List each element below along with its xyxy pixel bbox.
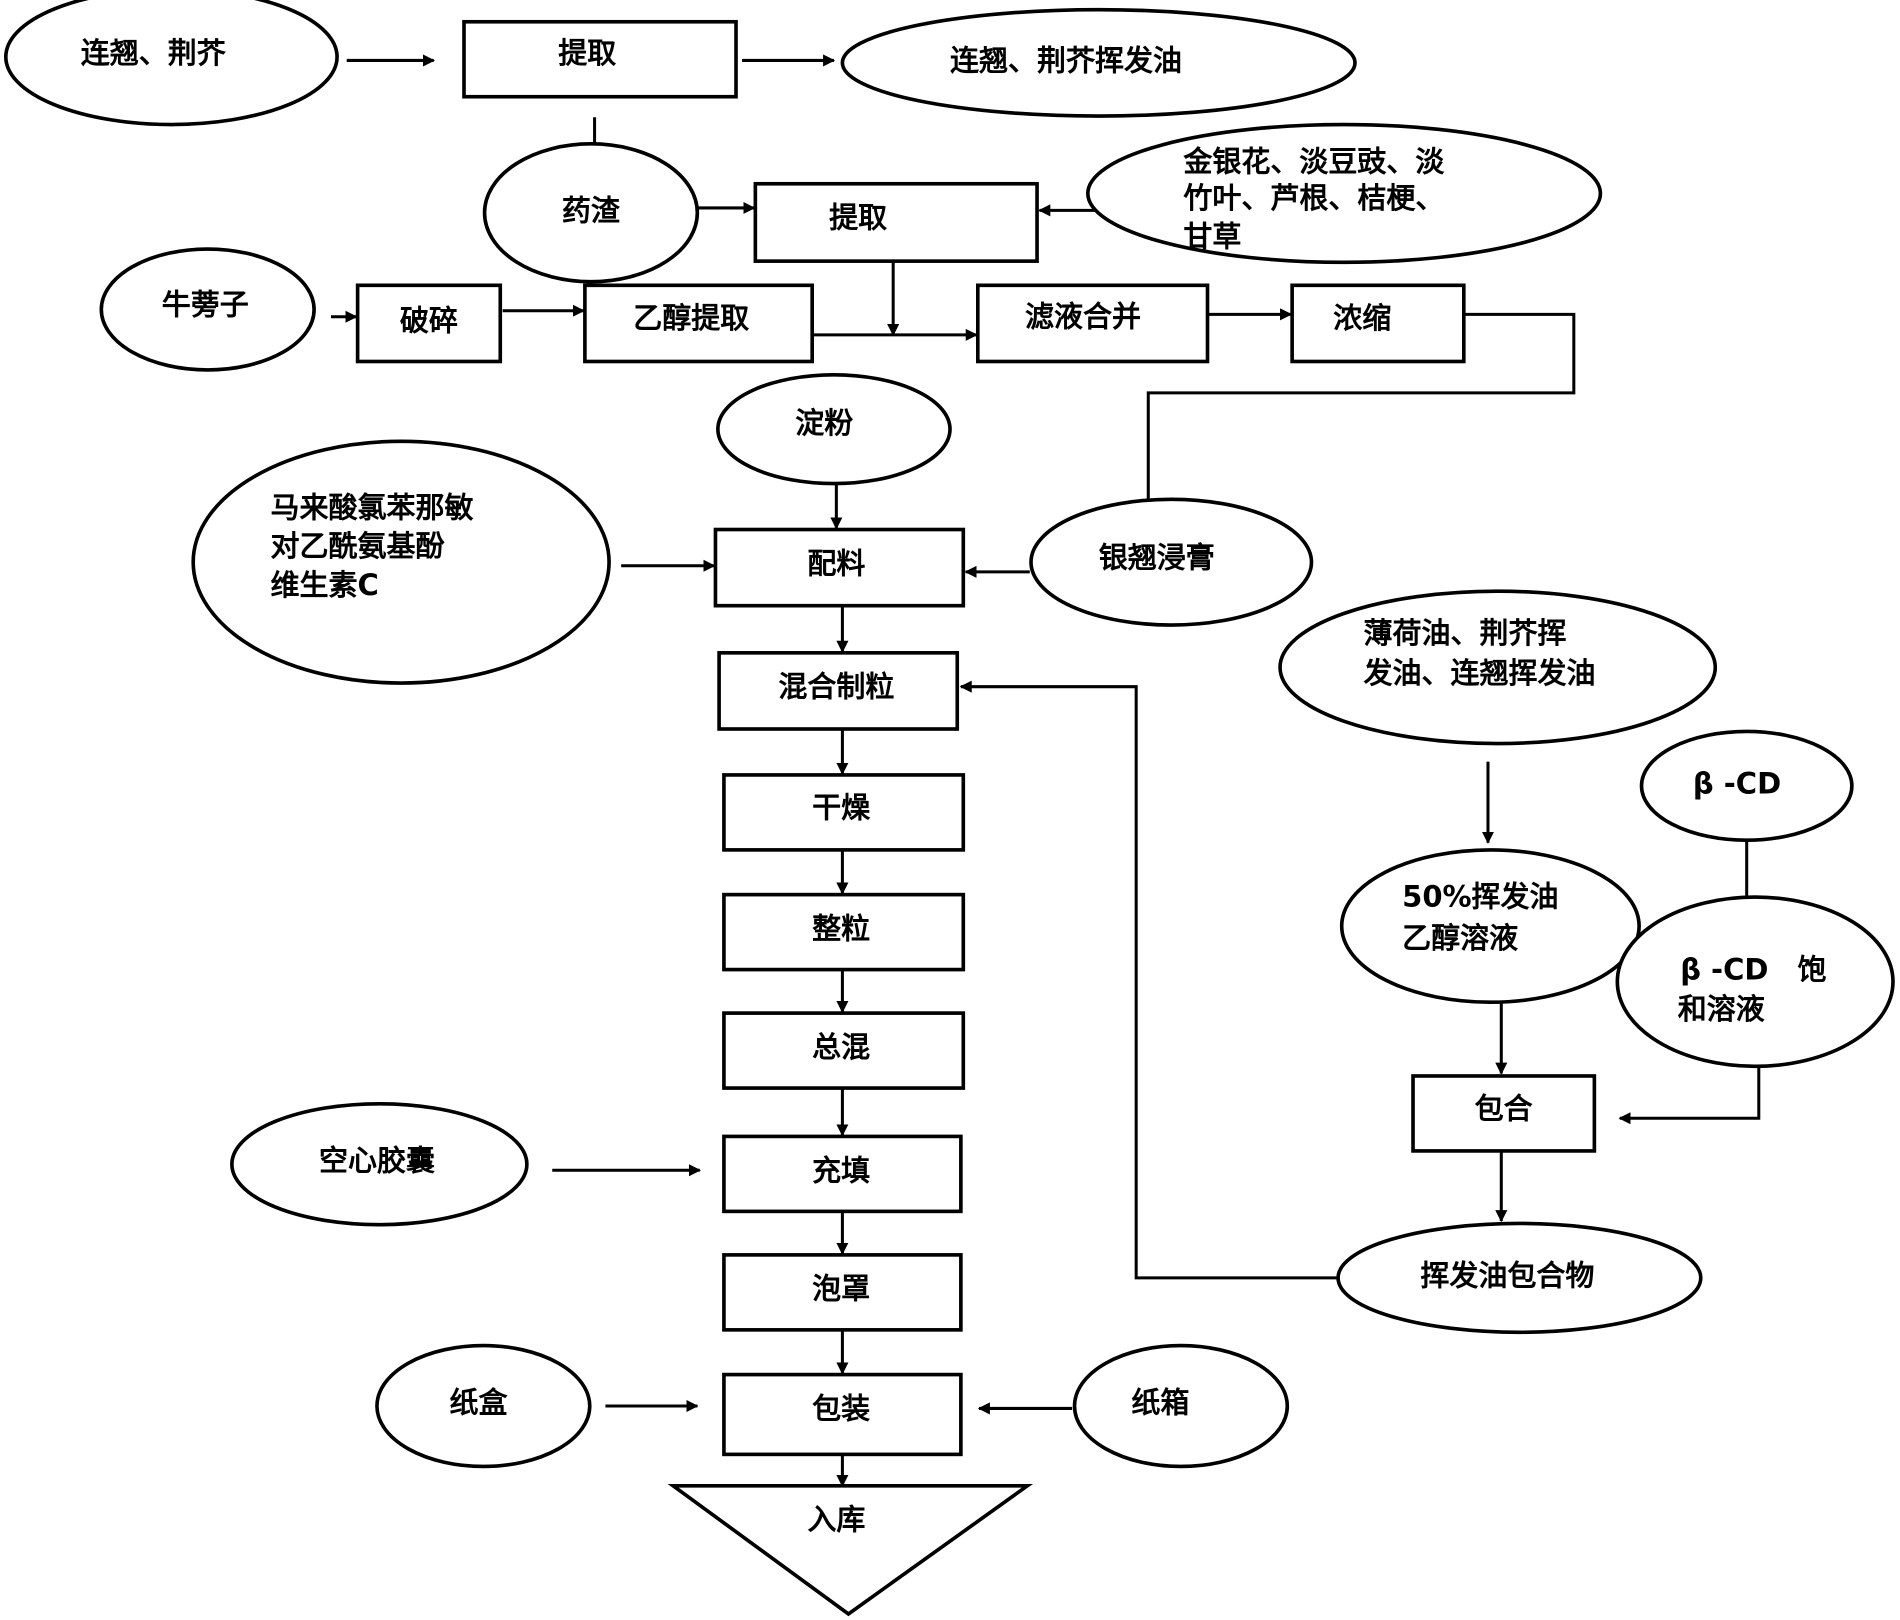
node-volatile-oil: 连翘、荆芥挥发油 xyxy=(840,7,1357,118)
svg-text:包合: 包合 xyxy=(1475,1092,1533,1126)
svg-text:药渣: 药渣 xyxy=(562,193,621,227)
node-beta-cd: β -CD xyxy=(1639,729,1854,843)
svg-text:马来酸氯苯那敏: 马来酸氯苯那敏 xyxy=(271,490,474,524)
svg-text:乙醇提取: 乙醇提取 xyxy=(633,301,749,335)
svg-text:和溶液: 和溶液 xyxy=(1678,992,1765,1026)
node-lianqiao-jingjie: 连翘、荆芥 xyxy=(4,0,339,127)
node-actives: 马来酸氯苯那敏 对乙酰氨基酚 维生素C xyxy=(191,439,611,685)
svg-text:β -CD: β -CD xyxy=(1693,766,1781,800)
svg-text:发油、连翘挥发油: 发油、连翘挥发油 xyxy=(1362,656,1595,690)
node-empty-capsule: 空心胶囊 xyxy=(230,1101,529,1227)
node-inclusion-compound: 挥发油包合物 xyxy=(1336,1221,1703,1335)
connectors xyxy=(331,54,1761,1488)
svg-text:包装: 包装 xyxy=(812,1391,870,1425)
step-crush: 破碎 xyxy=(355,283,503,364)
svg-text:纸箱: 纸箱 xyxy=(1131,1385,1189,1419)
svg-text:挥发油包合物: 挥发油包合物 xyxy=(1420,1258,1594,1292)
svg-text:泡罩: 泡罩 xyxy=(812,1272,870,1306)
svg-text:淀粉: 淀粉 xyxy=(795,406,853,440)
step-blister: 泡罩 xyxy=(722,1253,963,1332)
svg-text:维生素C: 维生素C xyxy=(271,568,379,602)
node-oils: 薄荷油、荆芥挥 发油、连翘挥发油 xyxy=(1278,589,1718,746)
svg-text:整粒: 整粒 xyxy=(812,911,870,945)
node-residue: 药渣 xyxy=(482,142,700,284)
svg-text:浓缩: 浓缩 xyxy=(1333,301,1391,335)
svg-text:混合制粒: 混合制粒 xyxy=(778,670,894,704)
svg-text:竹叶、芦根、桔梗、: 竹叶、芦根、桔梗、 xyxy=(1183,181,1444,215)
node-starch: 淀粉 xyxy=(716,372,952,486)
svg-text:纸盒: 纸盒 xyxy=(449,1385,508,1419)
svg-text:干燥: 干燥 xyxy=(812,791,871,825)
svg-text:β -CD 饱: β -CD 饱 xyxy=(1680,952,1826,986)
step-ethanol-extract: 乙醇提取 xyxy=(583,283,814,364)
svg-text:连翘、荆芥挥发油: 连翘、荆芥挥发油 xyxy=(950,43,1182,77)
step-dry: 干燥 xyxy=(722,773,966,852)
svg-text:金银花、淡豆豉、淡: 金银花、淡豆豉、淡 xyxy=(1182,145,1445,179)
step-size-grading: 整粒 xyxy=(722,892,966,972)
svg-text:配料: 配料 xyxy=(807,546,865,580)
svg-text:薄荷油、荆芥挥: 薄荷油、荆芥挥 xyxy=(1363,616,1566,650)
svg-text:连翘、荆芥: 连翘、荆芥 xyxy=(81,36,227,70)
step-storage: 入库 xyxy=(667,1483,1034,1617)
svg-text:牛蒡子: 牛蒡子 xyxy=(162,288,249,322)
step-concentrate: 浓缩 xyxy=(1290,283,1466,364)
svg-text:银翘浸膏: 银翘浸膏 xyxy=(1099,540,1215,574)
svg-text:总混: 总混 xyxy=(812,1030,870,1064)
svg-text:滤液合并: 滤液合并 xyxy=(1025,300,1141,334)
svg-text:甘草: 甘草 xyxy=(1183,220,1241,254)
step-package: 包装 xyxy=(722,1372,963,1457)
arrow xyxy=(1142,312,1576,517)
node-herbs: 金银花、淡豆豉、淡 竹叶、芦根、桔梗、 甘草 xyxy=(1086,122,1603,265)
svg-text:50%挥发油: 50%挥发油 xyxy=(1402,880,1558,914)
arrow xyxy=(1618,1063,1761,1125)
step-mixing: 配料 xyxy=(713,527,966,608)
node-oil-solution: 50%挥发油 乙醇溶液 xyxy=(1339,848,1641,1005)
svg-text:提取: 提取 xyxy=(558,36,616,70)
step-granulate: 混合制粒 xyxy=(717,651,960,731)
arrow xyxy=(959,680,1339,1280)
step-final-mix: 总混 xyxy=(722,1011,966,1090)
node-extract-paste: 银翘浸膏 xyxy=(1029,497,1314,627)
svg-text:对乙酰氨基酚: 对乙酰氨基酚 xyxy=(271,529,446,563)
step-combine-filtrate: 滤液合并 xyxy=(975,283,1210,364)
step-fill: 充填 xyxy=(722,1134,963,1214)
node-paper-box: 纸盒 xyxy=(375,1343,592,1469)
svg-text:入库: 入库 xyxy=(807,1503,865,1537)
step-extract-1: 提取 xyxy=(462,19,738,99)
node-beta-cd-solution: β -CD 饱 和溶液 xyxy=(1615,895,1895,1069)
node-carton: 纸箱 xyxy=(1072,1343,1290,1469)
svg-text:乙醇溶液: 乙醇溶液 xyxy=(1402,921,1518,955)
node-niubangzi: 牛蒡子 xyxy=(99,247,316,372)
svg-text:充填: 充填 xyxy=(812,1153,870,1187)
svg-text:破碎: 破碎 xyxy=(400,303,458,337)
step-inclusion: 包合 xyxy=(1411,1074,1597,1153)
step-extract-2: 提取 xyxy=(753,181,1039,263)
svg-text:空心胶囊: 空心胶囊 xyxy=(319,1144,435,1178)
svg-text:提取: 提取 xyxy=(829,201,887,235)
